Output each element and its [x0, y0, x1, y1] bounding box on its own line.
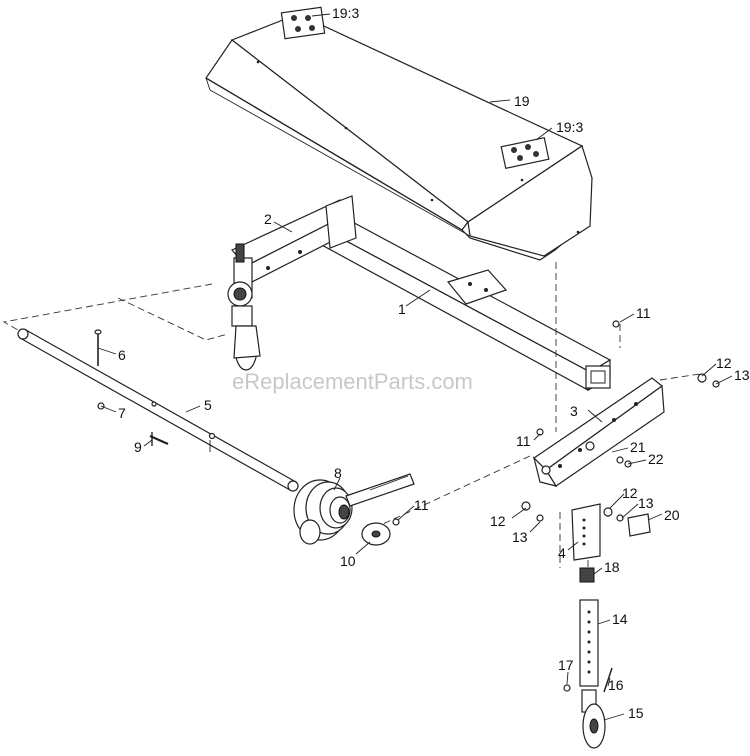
leader-lines	[97, 13, 733, 721]
callout-10: 10	[340, 553, 356, 569]
callout-11-b: 11	[516, 433, 531, 449]
washer-part	[361, 518, 400, 546]
hardware-parts	[521, 320, 720, 522]
callout-13-b: 13	[512, 529, 528, 545]
callout-2: 2	[264, 211, 272, 227]
callout-21: 21	[630, 439, 646, 455]
left-caster-wheel-part	[231, 305, 261, 371]
callout-12-c: 12	[622, 485, 638, 501]
shaft-tube-part	[17, 328, 299, 492]
mount-bracket-part	[532, 377, 665, 487]
callout-7: 7	[118, 405, 126, 421]
watermark: eReplacementParts.com	[232, 369, 473, 394]
callout-8: 8	[334, 465, 342, 481]
callout-12-a: 12	[716, 355, 732, 371]
jack-stand-part	[563, 503, 651, 749]
callout-19: 19	[514, 93, 530, 109]
callout-1: 1	[398, 301, 406, 317]
main-frame-part	[319, 217, 612, 392]
callout-6: 6	[118, 347, 126, 363]
hood-cover-part	[205, 6, 593, 261]
callout-15: 15	[628, 705, 644, 721]
callout-22: 22	[648, 451, 664, 467]
callout-9: 9	[134, 439, 142, 455]
callout-13-c: 13	[638, 495, 654, 511]
pin-parts	[94, 329, 169, 446]
callout-14: 14	[612, 611, 628, 627]
callout-12-b: 12	[490, 513, 506, 529]
callout-20: 20	[664, 507, 680, 523]
callout-18: 18	[604, 559, 620, 575]
callout-11-c: 11	[414, 497, 429, 513]
callout-16: 16	[608, 677, 624, 693]
callout-11-a: 11	[636, 305, 651, 321]
callout-19-3-right: 19:3	[556, 119, 583, 135]
callout-labels: 19:3 19 19:3 2 1 11 12 13 6 5 7 9 3 11 2…	[118, 5, 750, 721]
callout-5: 5	[204, 397, 212, 413]
callout-3: 3	[570, 403, 578, 419]
callout-4: 4	[558, 545, 566, 561]
gearbox-part	[293, 473, 415, 545]
callout-19-3-top: 19:3	[332, 5, 359, 21]
callout-17: 17	[558, 657, 574, 673]
callout-13-a: 13	[734, 367, 750, 383]
assembly-lines	[2, 262, 701, 580]
arm-bracket-part	[227, 195, 357, 307]
